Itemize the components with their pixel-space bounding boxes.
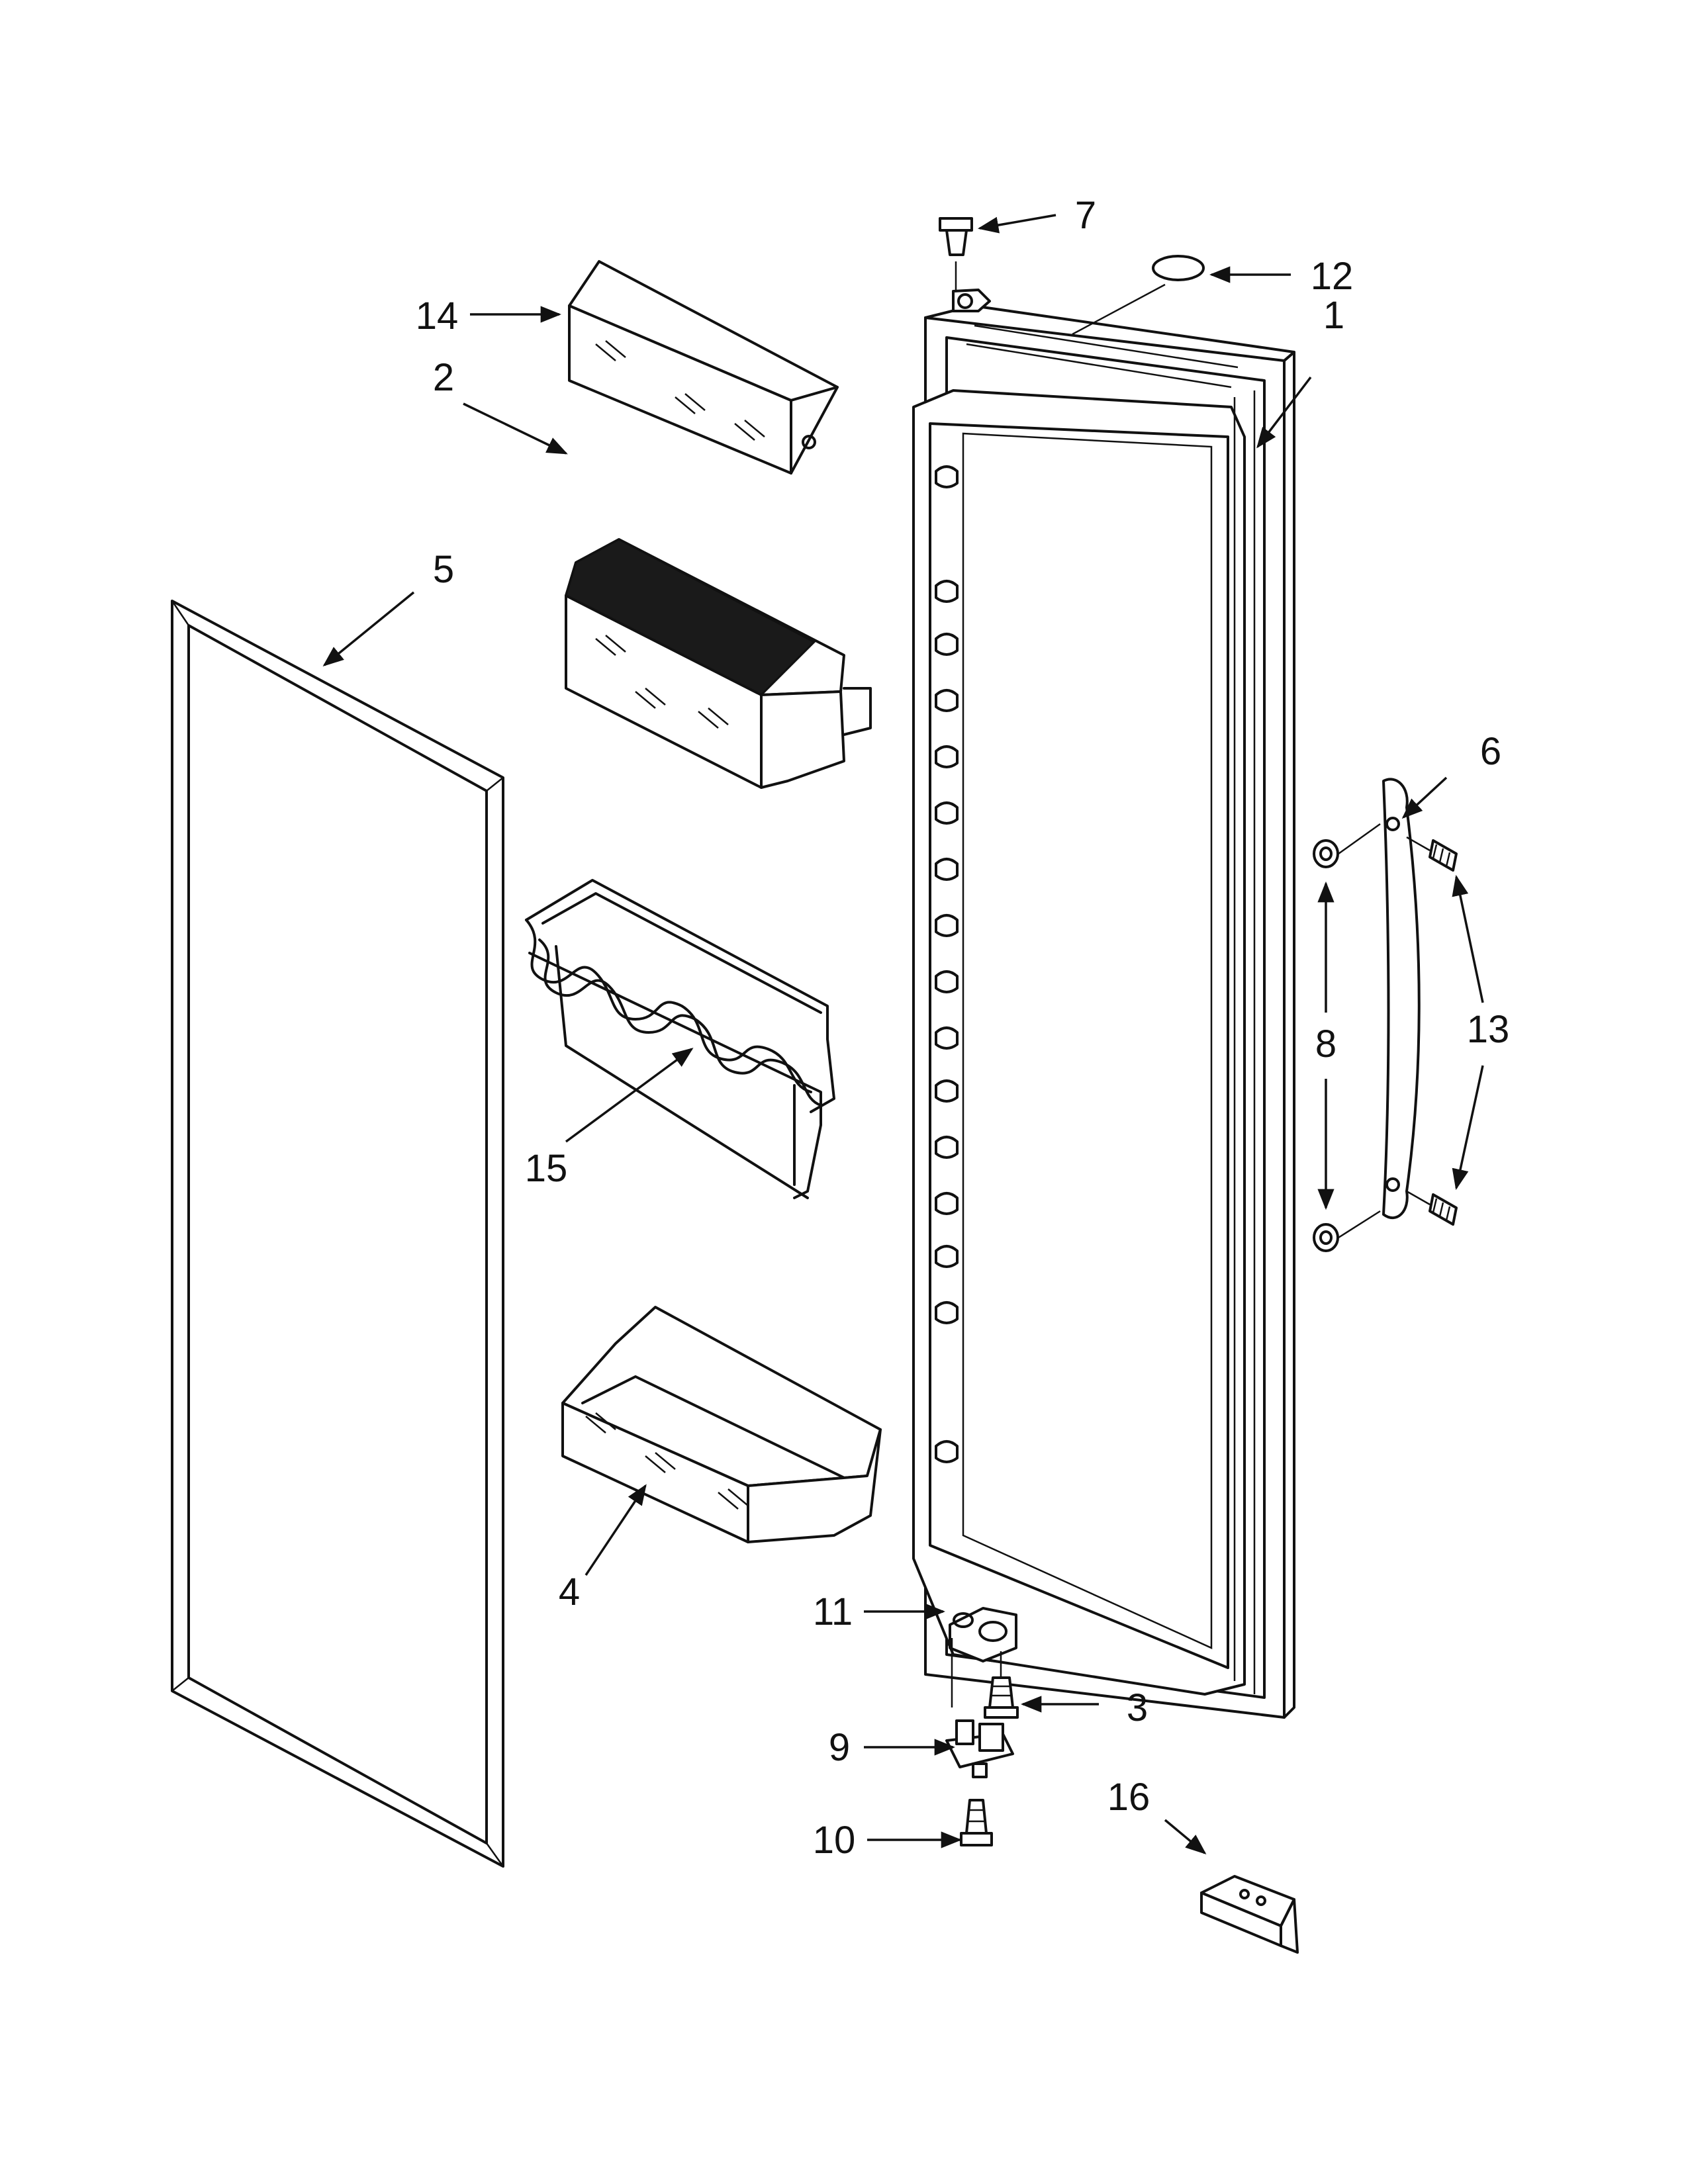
dairy-compartment-part-2 <box>565 538 872 789</box>
plug-button-part-12 <box>1152 255 1205 281</box>
set-screw-part-13-top <box>1429 839 1458 872</box>
handle-spacer-part-8-top <box>1313 839 1339 868</box>
callout-8: 8 <box>1315 1023 1336 1066</box>
hinge-cover-part-16 <box>1200 1875 1299 1954</box>
leader-13-down <box>1452 1065 1484 1191</box>
callout-2: 2 <box>433 356 454 399</box>
door-bin-part-4 <box>561 1306 882 1543</box>
leader-6 <box>1401 776 1448 819</box>
leader-15 <box>565 1048 694 1143</box>
leader-5 <box>322 591 415 666</box>
dairy-door-part-14 <box>568 260 839 475</box>
callout-11: 11 <box>813 1590 853 1633</box>
hinge-screw-part-3 <box>984 1676 1019 1719</box>
leader-7 <box>977 214 1056 234</box>
screw-part-10 <box>960 1799 993 1846</box>
leader-16 <box>1164 1819 1207 1855</box>
set-screw-part-13-bottom <box>1429 1193 1458 1226</box>
callout-6: 6 <box>1480 730 1501 773</box>
callout-16: 16 <box>1107 1776 1150 1819</box>
leader-13-up <box>1452 874 1484 1003</box>
leader-4 <box>585 1484 647 1576</box>
callout-4: 4 <box>559 1570 580 1614</box>
callout-labels: 1 2 3 4 5 6 7 8 9 10 11 12 13 14 15 16 <box>416 194 1510 1862</box>
callout-13: 13 <box>1467 1008 1510 1051</box>
callout-15: 15 <box>525 1147 568 1190</box>
callout-1: 1 <box>1323 294 1344 337</box>
hinge-plate-part-11 <box>949 1607 1017 1707</box>
door-handle-part-6 <box>1382 778 1421 1219</box>
door-gasket-part-5 <box>171 600 504 1868</box>
shelf-clips <box>935 465 959 1463</box>
callout-14: 14 <box>416 295 459 338</box>
leader-1 <box>1256 376 1312 449</box>
callout-12: 12 <box>1311 255 1354 298</box>
leader-2 <box>463 402 568 455</box>
refrigerator-door-part-1 <box>912 289 1295 1719</box>
callout-7: 7 <box>1075 194 1096 237</box>
hinge-pin-part-7 <box>939 217 973 291</box>
callout-9: 9 <box>829 1726 850 1769</box>
leader-lines <box>322 214 1484 1855</box>
callout-10: 10 <box>813 1819 856 1862</box>
callout-3: 3 <box>1127 1686 1148 1729</box>
callout-5: 5 <box>433 548 454 591</box>
wine-rack-part-15 <box>525 879 835 1199</box>
bottom-hinge-part-9 <box>945 1719 1014 1778</box>
handle-spacer-part-8-bottom <box>1313 1223 1339 1252</box>
